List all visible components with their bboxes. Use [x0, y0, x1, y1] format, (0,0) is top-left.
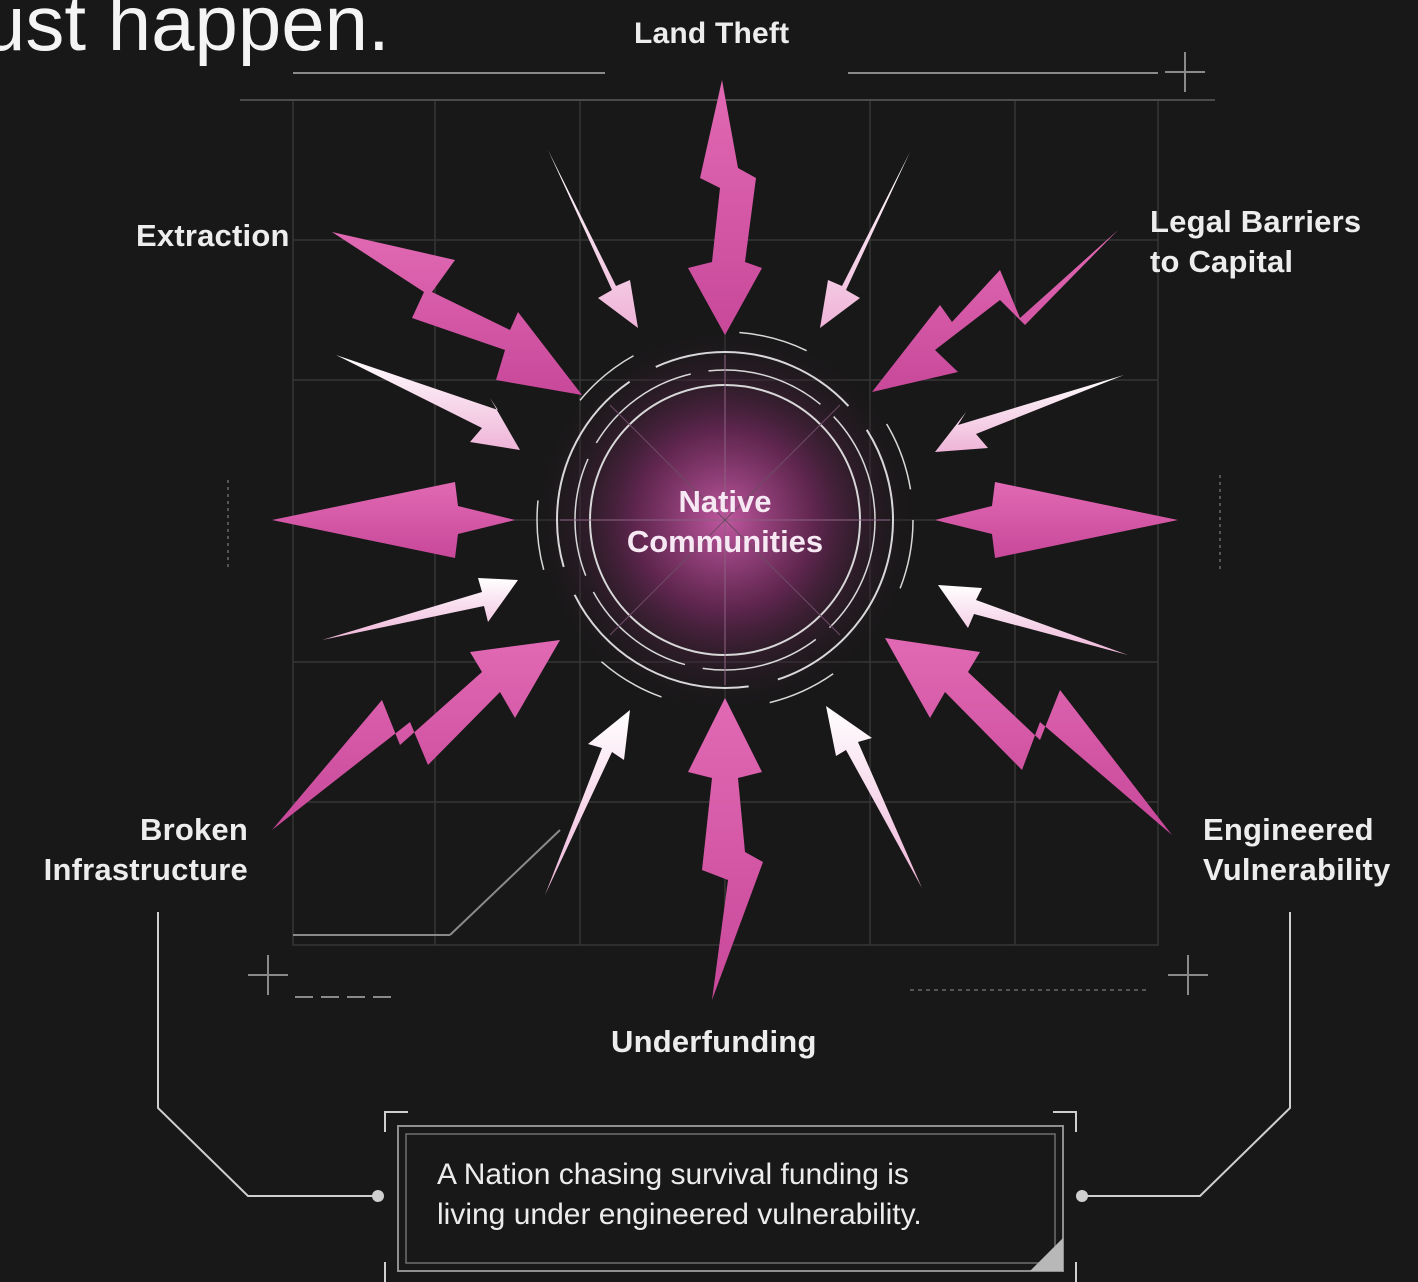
label-engineered-vulnerability: Engineered Vulnerability [1203, 812, 1391, 887]
bolt-legal-barriers [872, 230, 1118, 392]
frame-marks [227, 52, 1221, 998]
bolt-broken-infrastructure [272, 640, 560, 830]
pale-arrows [322, 150, 1128, 895]
bolt-extraction [332, 232, 582, 395]
bolt-engineered-vulnerability [885, 638, 1172, 835]
page-heading: ust happen. [0, 0, 390, 67]
bolt-underfunding [688, 698, 763, 1000]
callout-text: A Nation chasing survival funding is liv… [437, 1158, 922, 1231]
center-label: Native Communities [626, 484, 824, 559]
callout-connectors [157, 912, 1291, 1202]
target-rings [536, 331, 914, 709]
label-land-theft: Land Theft [634, 17, 790, 50]
label-extraction: Extraction [136, 218, 290, 253]
label-broken-infrastructure: Broken Infrastructure [43, 812, 248, 887]
label-legal-barriers: Legal Barriers to Capital [1150, 204, 1362, 279]
bolt-land-theft [688, 80, 762, 335]
bolt-right [935, 482, 1178, 558]
bolt-left [272, 482, 515, 558]
label-underfunding: Underfunding [611, 1024, 817, 1059]
callout-box [384, 1111, 1077, 1282]
lightning-bolts [272, 80, 1178, 1000]
